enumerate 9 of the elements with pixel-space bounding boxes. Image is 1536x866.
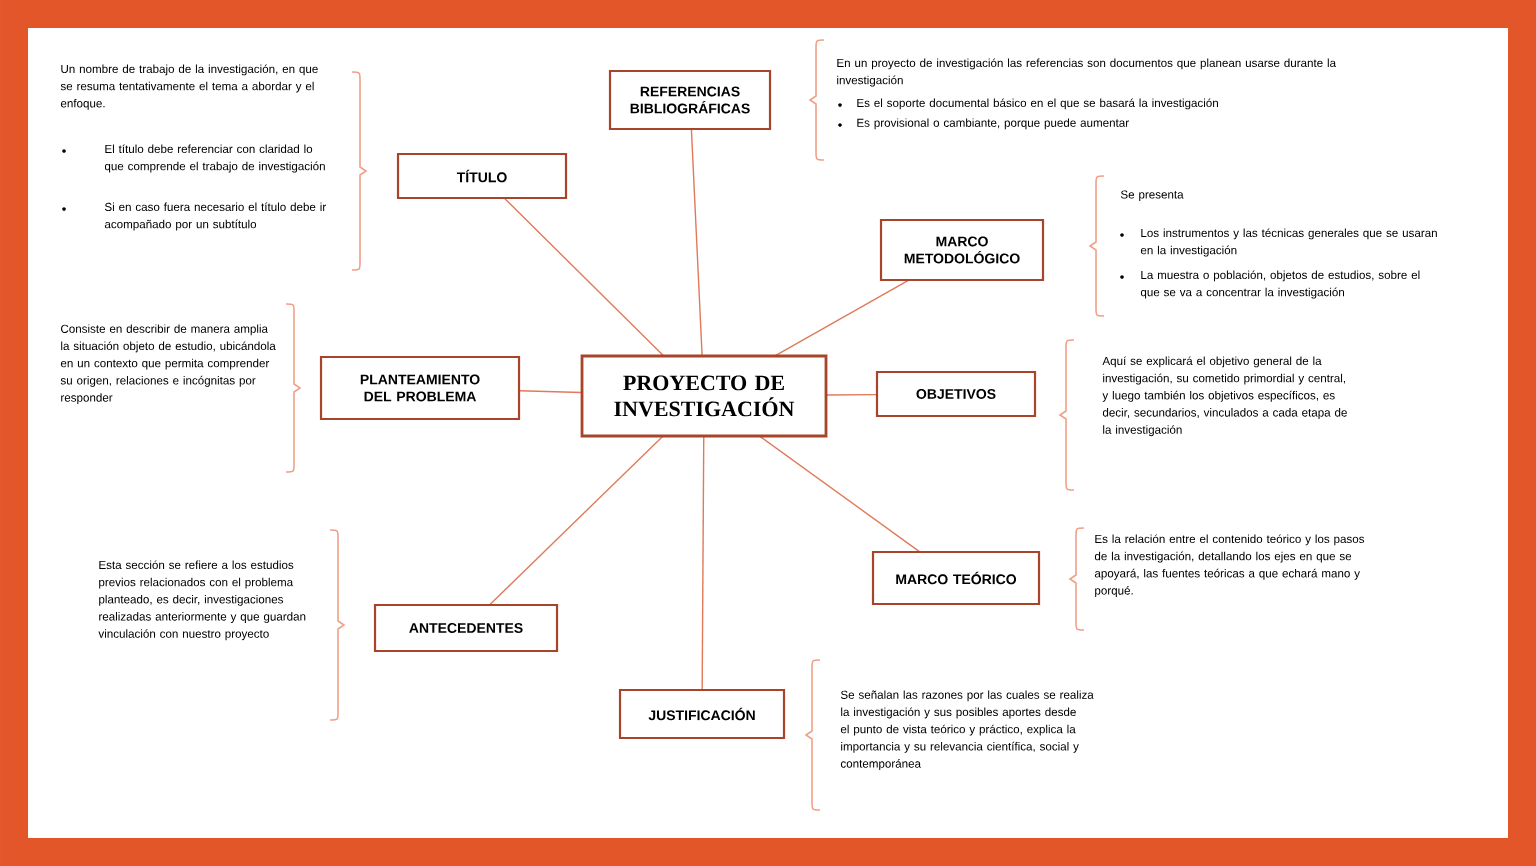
connector-line <box>503 197 664 357</box>
title-box: PROYECTO DE INVESTIGACIÓN <box>580 354 828 438</box>
connector-line <box>825 393 878 396</box>
connector-line <box>518 390 583 394</box>
connector-line <box>690 128 703 357</box>
connector-line <box>701 435 705 691</box>
connector-line <box>774 279 910 357</box>
connector-line <box>489 435 664 606</box>
connector-line <box>759 435 921 553</box>
